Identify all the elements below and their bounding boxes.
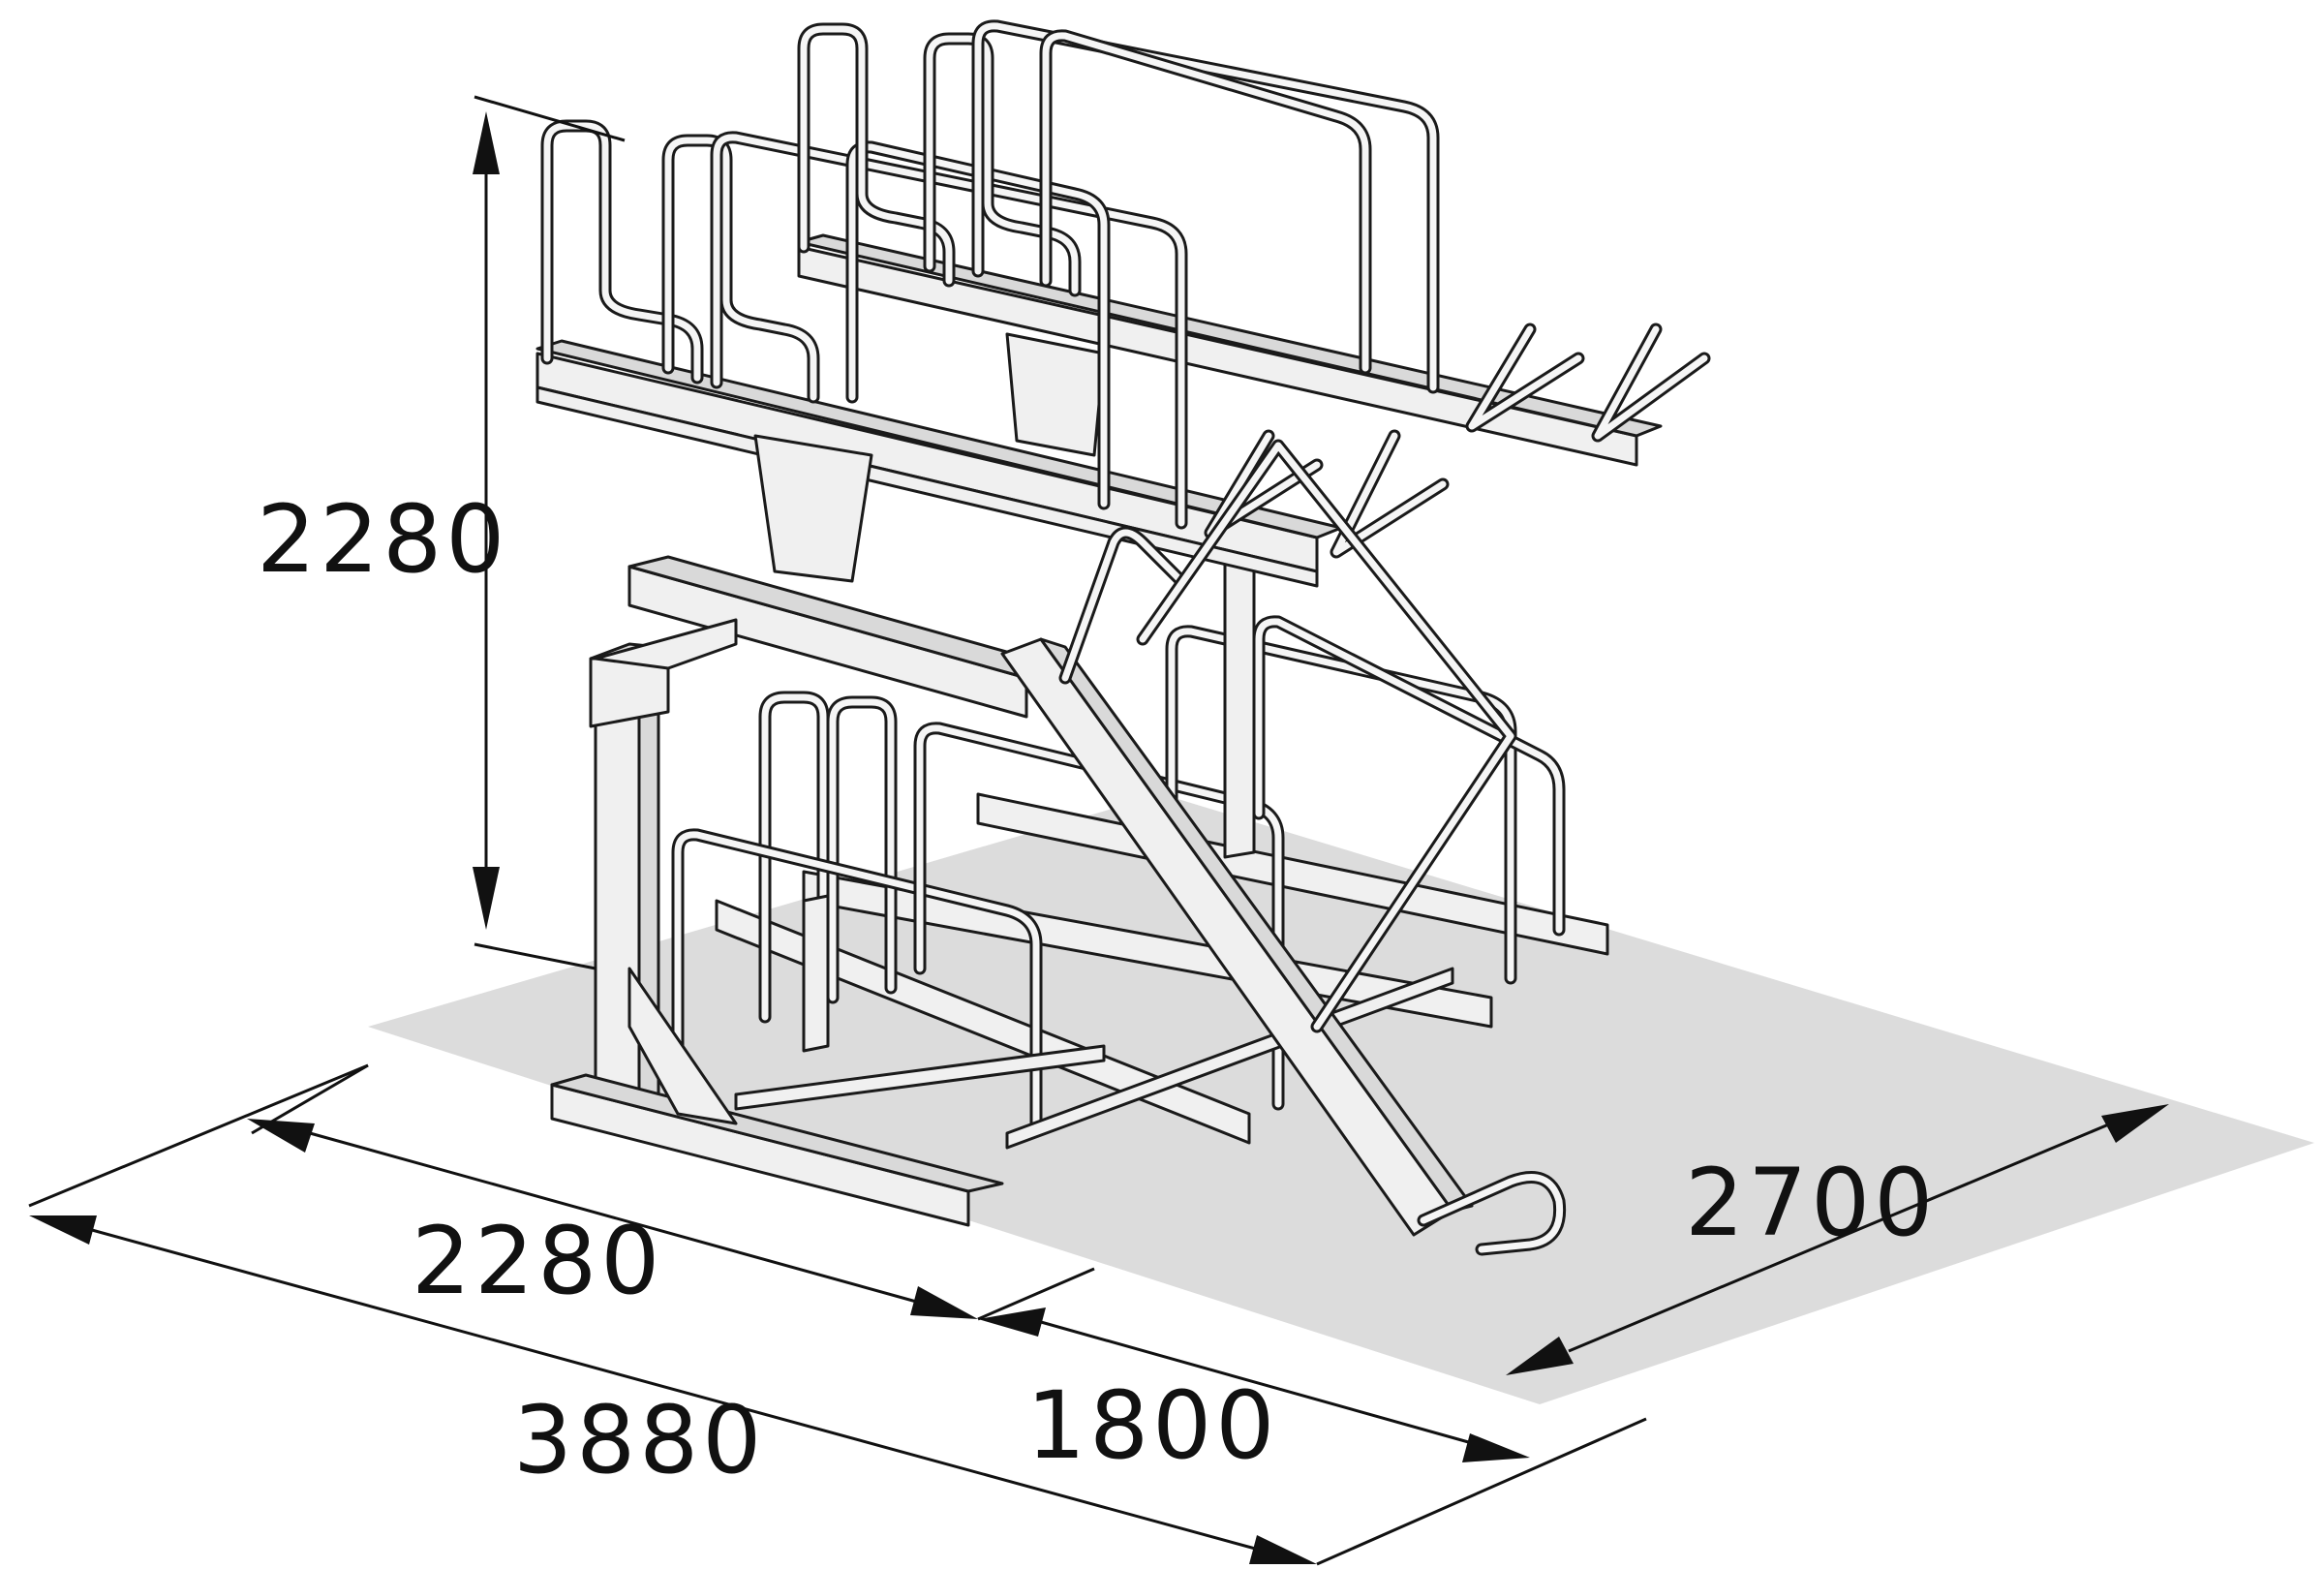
loading-ramp	[1000, 439, 1567, 1256]
depth-rear-label: 1800	[1026, 1371, 1278, 1480]
dimension-total-length: 3880	[28, 1063, 1647, 1566]
upper-tier	[535, 19, 1711, 588]
support-frame	[550, 536, 1256, 1227]
dimension-height: 2280	[257, 95, 626, 970]
dimension-depth-side: 2700	[1506, 1104, 2169, 1375]
upper-hoops-rear	[797, 19, 1440, 394]
dimension-depth-rear: 1800	[977, 1267, 1530, 1480]
dimension-width-upper: 2280	[247, 1063, 978, 1319]
depth-side-label: 2700	[1685, 1149, 1937, 1257]
total-length-label: 3880	[513, 1386, 765, 1494]
width-upper-label: 2280	[412, 1207, 663, 1315]
height-label: 2280	[257, 485, 508, 594]
